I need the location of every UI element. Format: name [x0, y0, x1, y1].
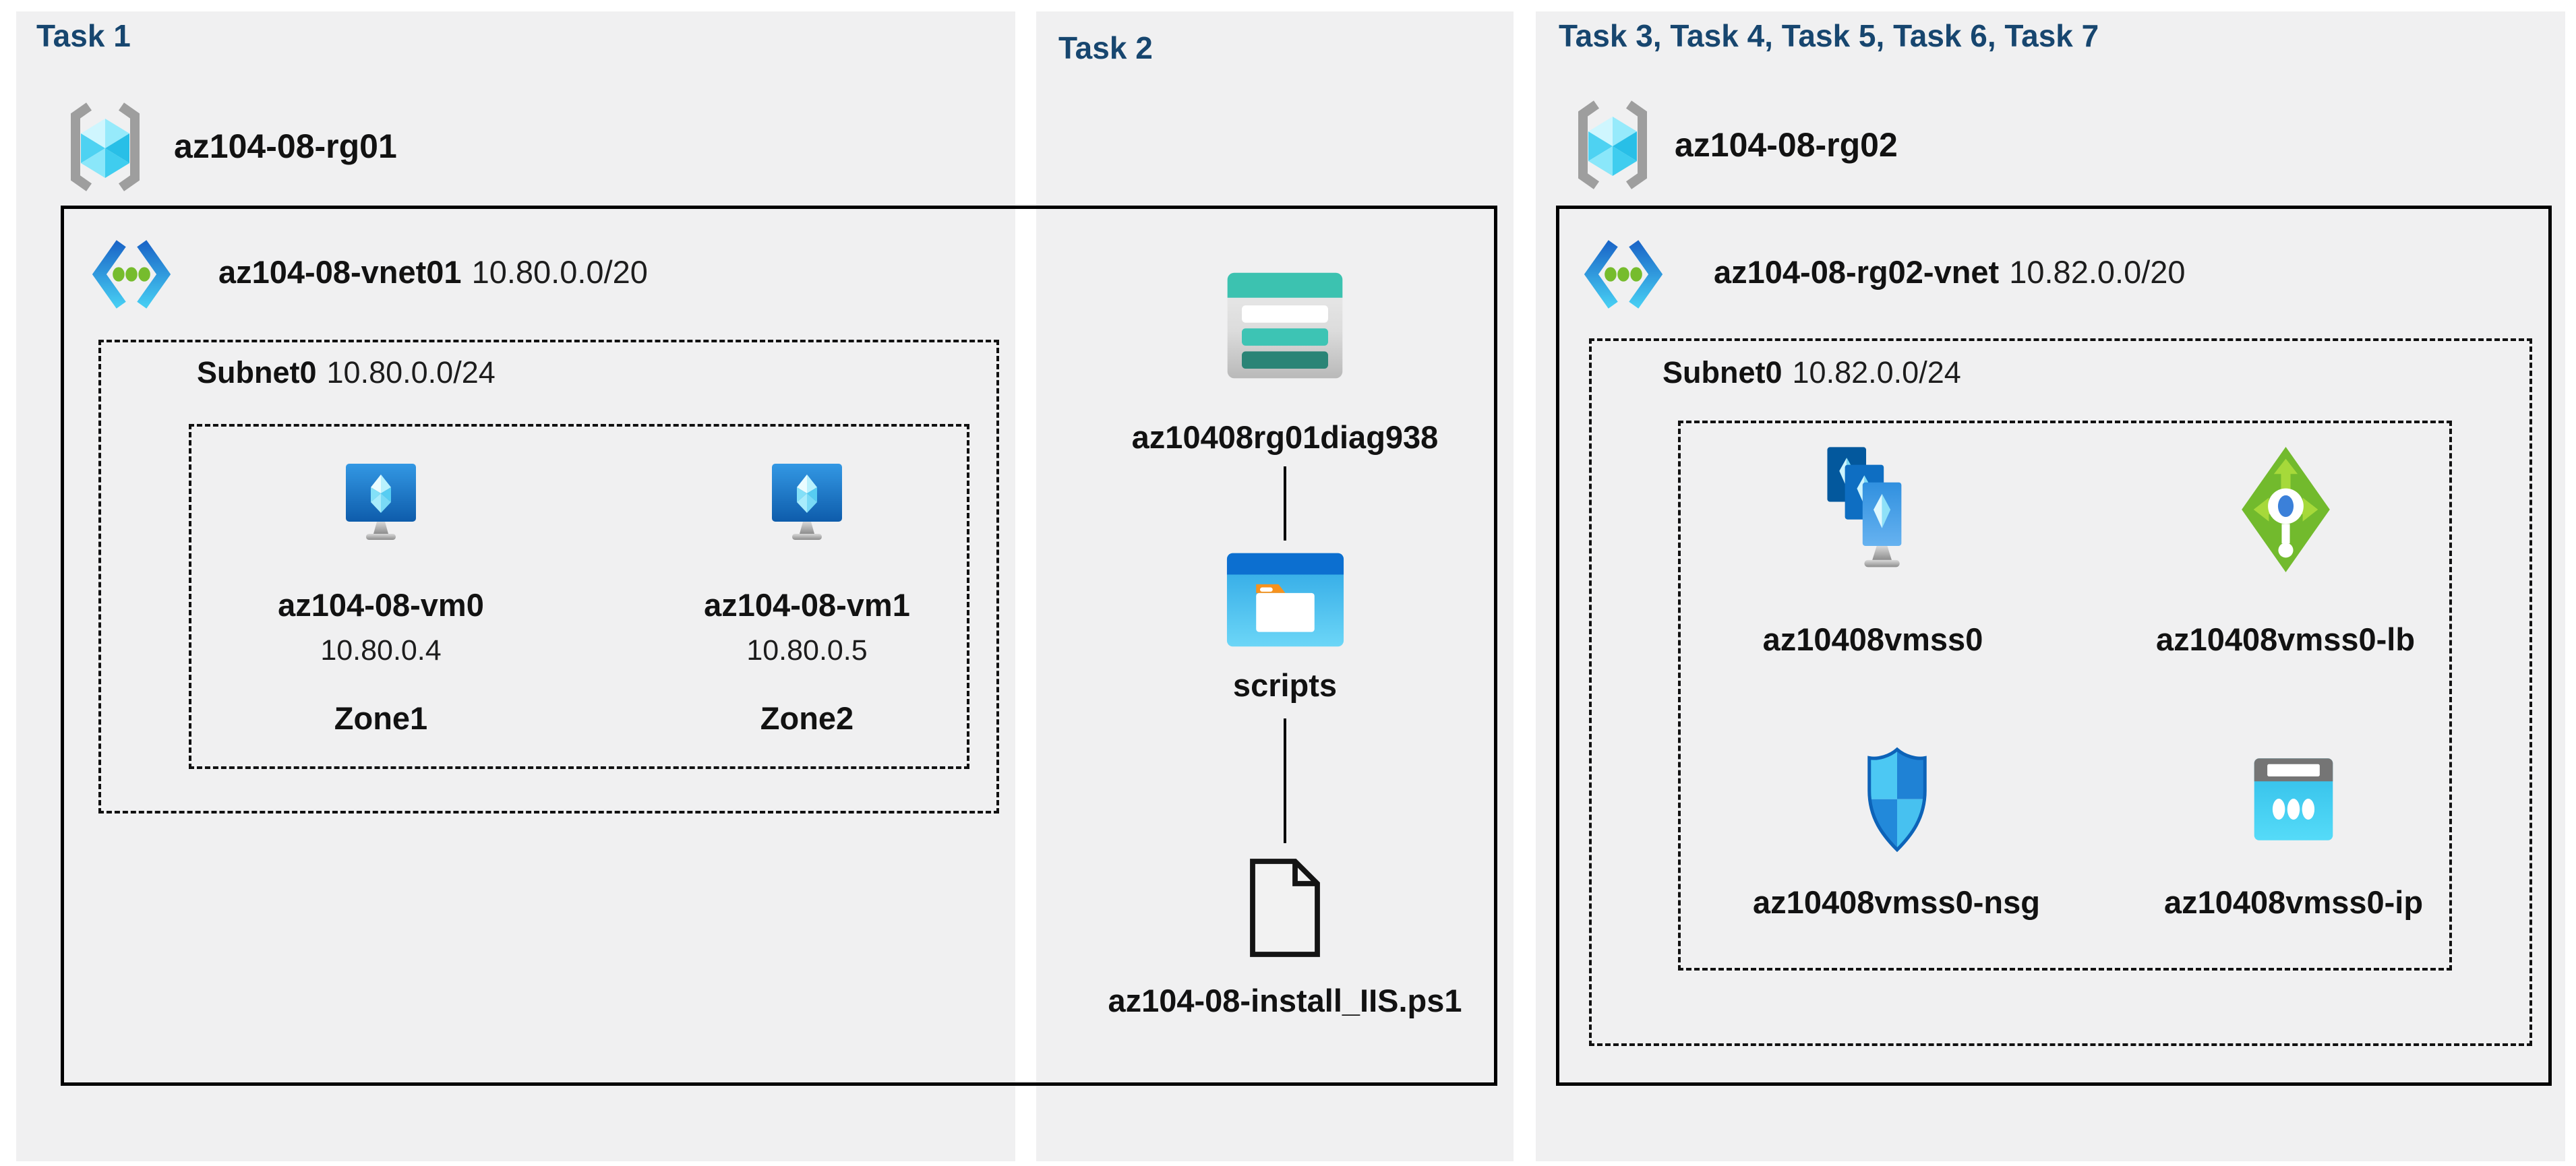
- task1-vm-group-box: [189, 424, 969, 769]
- load-balancer-icon: [2238, 443, 2333, 576]
- vm1-ip-label: 10.80.0.5: [746, 634, 868, 667]
- scripts-folder-label: scripts: [1232, 667, 1338, 703]
- resource-group-icon: [62, 100, 148, 194]
- file-icon: [1247, 857, 1323, 958]
- load-balancer-label: az10408vmss0-lb: [2155, 621, 2416, 657]
- vm0-ip-label: 10.80.0.4: [320, 634, 442, 667]
- subnet-cidr: 10.80.0.0/24: [326, 355, 496, 390]
- vm1-name-label: az104-08-vm1: [704, 587, 910, 623]
- vm1-zone-label: Zone2: [760, 700, 854, 736]
- task3-vnet-box: [1556, 206, 2552, 1086]
- subnet-cidr: 10.82.0.0/24: [1792, 355, 1961, 390]
- vnet-name: az104-08-vnet01: [218, 254, 462, 290]
- resource-group-icon: [1569, 98, 1656, 192]
- vnet-cidr: 10.82.0.0/20: [2009, 254, 2186, 290]
- virtual-network-icon: [1582, 233, 1665, 315]
- task1-subnet-box: [98, 340, 999, 814]
- subnet-name: Subnet0: [1663, 355, 1783, 390]
- connector-storage-to-folder: [1284, 466, 1286, 541]
- task3-subnet-box: [1589, 338, 2532, 1046]
- connector-folder-to-file: [1284, 718, 1286, 843]
- virtual-network-icon: [90, 233, 173, 315]
- public-ip-icon: [2248, 755, 2339, 844]
- task3-resource-group-inner-box: [1678, 421, 2452, 971]
- virtual-machine-icon: [342, 461, 420, 543]
- vm-scale-set-icon: [1820, 443, 1926, 574]
- task3-resource-group-label: az104-08-rg02: [1675, 126, 1898, 164]
- task1-subnet-label: Subnet0 10.80.0.0/24: [197, 356, 496, 390]
- vnet-cidr: 10.80.0.0/20: [471, 254, 648, 290]
- task3-title: Task 3, Task 4, Task 5, Task 6, Task 7: [1559, 18, 2099, 53]
- network-security-group-icon: [1863, 747, 1931, 853]
- vm0-name-label: az104-08-vm0: [278, 587, 484, 623]
- folder-icon: [1223, 549, 1348, 650]
- vnet-name: az104-08-rg02-vnet: [1714, 254, 2000, 290]
- task1-resource-group-label: az104-08-rg01: [174, 127, 397, 165]
- storage-account-label: az10408rg01diag938: [1131, 419, 1439, 455]
- public-ip-label: az10408vmss0-ip: [2163, 884, 2424, 920]
- task1-title: Task 1: [36, 18, 131, 53]
- storage-account-icon: [1224, 268, 1346, 383]
- subnet-name: Subnet0: [197, 355, 317, 390]
- nsg-label: az10408vmss0-nsg: [1753, 884, 2040, 920]
- task3-subnet-label: Subnet0 10.82.0.0/24: [1663, 356, 1961, 390]
- vmss-label: az10408vmss0: [1762, 621, 1983, 657]
- task2-title: Task 2: [1058, 30, 1153, 65]
- script-file-label: az104-08-install_IIS.ps1: [1108, 983, 1462, 1018]
- task1-vnet-box: [61, 206, 1497, 1086]
- panel-task1: [16, 11, 1015, 1161]
- virtual-machine-icon: [768, 461, 846, 543]
- vm0-zone-label: Zone1: [334, 700, 428, 736]
